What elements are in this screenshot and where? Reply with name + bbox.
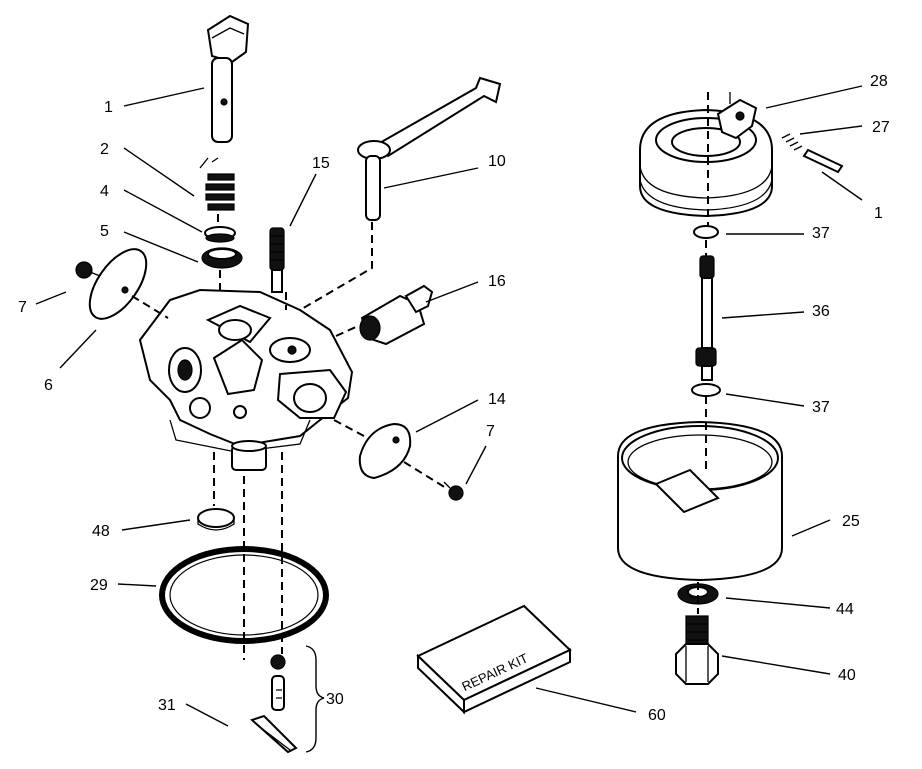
part-4-washer <box>204 226 236 243</box>
callout-36: 36 <box>812 303 830 320</box>
callout-5: 5 <box>100 223 109 240</box>
part-14-throttle-plate <box>358 422 412 480</box>
part-48-plug <box>197 508 235 531</box>
part-27-spring <box>781 133 803 151</box>
part-28-float <box>639 92 773 218</box>
part-36-jet-tube <box>695 255 717 381</box>
callout-10: 10 <box>488 153 506 170</box>
leader-lines <box>35 85 863 727</box>
callout-27: 27 <box>872 119 890 136</box>
part-25-float-bowl <box>617 420 783 582</box>
alignment-lines-right <box>697 92 709 614</box>
part-10-throttle-shaft <box>357 76 502 221</box>
part-40-bowl-nut <box>675 615 719 685</box>
part-60-repair-kit: REPAIR KIT <box>416 604 572 715</box>
part-7-screw-left <box>75 261 101 279</box>
callout-48: 48 <box>92 523 110 540</box>
carburetor-body <box>138 288 354 471</box>
callout-2: 2 <box>100 141 109 158</box>
part-37-washer-top <box>693 225 719 239</box>
callout-14: 14 <box>488 391 506 408</box>
part-1-lever-shaft <box>206 14 250 143</box>
part-15-idle-screw <box>269 227 285 293</box>
alignment-lines-left <box>131 214 447 660</box>
callout-7-right: 7 <box>486 423 495 440</box>
callout-30: 30 <box>326 691 344 708</box>
callout-4: 4 <box>100 183 109 200</box>
callout-31: 31 <box>158 697 176 714</box>
part-6-choke-plate <box>88 248 148 320</box>
callout-60: 60 <box>648 707 666 724</box>
part-31-clip <box>250 714 298 754</box>
part-5-seal <box>201 247 243 269</box>
part-30-needle-seat <box>270 654 286 711</box>
part-37-washer-bottom <box>691 383 721 397</box>
callout-15: 15 <box>312 155 330 172</box>
part-16-fitting <box>359 284 434 346</box>
callout-1-right: 1 <box>874 205 883 222</box>
callout-29: 29 <box>90 577 108 594</box>
bracket-30 <box>305 645 325 753</box>
callout-40: 40 <box>838 667 856 684</box>
callout-28: 28 <box>870 73 888 90</box>
callout-16: 16 <box>488 273 506 290</box>
callout-7-left: 7 <box>18 299 27 316</box>
part-7-screw-right <box>443 481 464 501</box>
part-1-float-pin <box>802 148 844 174</box>
callout-labels: 1 2 4 5 7 6 15 10 16 14 7 48 29 31 30 60… <box>18 73 890 724</box>
callout-1-left: 1 <box>104 99 113 116</box>
callout-44: 44 <box>836 601 854 618</box>
part-2-spring <box>199 157 235 211</box>
callout-37-top: 37 <box>812 225 830 242</box>
callout-6: 6 <box>44 377 53 394</box>
callout-25: 25 <box>842 513 860 530</box>
callout-37-bottom: 37 <box>812 399 830 416</box>
